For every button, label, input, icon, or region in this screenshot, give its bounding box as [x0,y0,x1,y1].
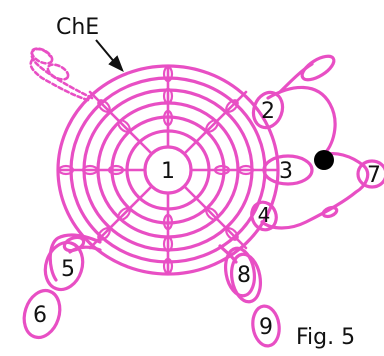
part-6-loop [22,288,62,340]
spoke-beads [57,65,255,275]
part-4-loop [250,200,278,232]
part-number-9: 9 [259,315,273,340]
part-number-3: 3 [279,159,293,184]
part-number-7: 7 [367,163,381,188]
part-number-4: 4 [258,203,271,227]
part-number-5: 5 [61,257,75,282]
part-number-8: 8 [237,263,251,288]
part-number-1: 1 [161,159,175,184]
label-arrow [95,39,124,73]
right-leg [218,244,263,304]
part-9-loop [251,304,281,348]
part-2-loop [251,90,285,130]
figure-label: Fig. 5 [296,325,355,350]
left-leg [43,233,102,292]
nose-bead-marker [314,150,334,170]
part-number-2: 2 [261,99,275,124]
top-label: ChE [56,15,99,40]
head [260,54,370,230]
part-3-loop [262,154,314,186]
cross-threads [56,64,280,276]
part-7-loop [356,159,384,189]
part-number-6: 6 [33,303,47,328]
tail-dashed-loops [29,47,94,102]
